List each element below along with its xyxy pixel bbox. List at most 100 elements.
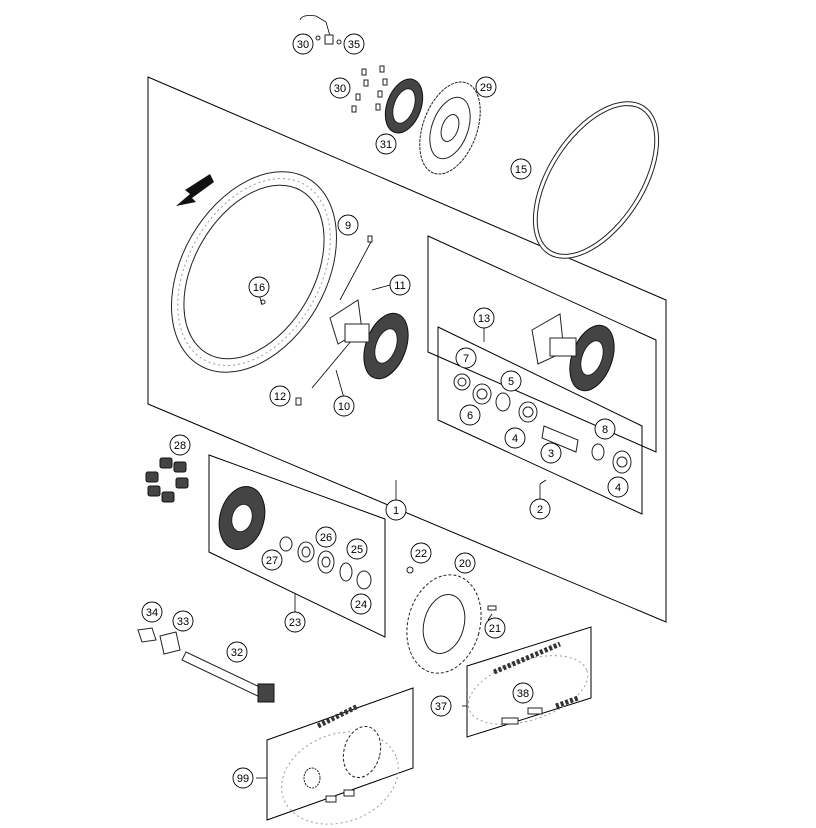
callout-circle xyxy=(169,434,191,456)
callout-4: 4 xyxy=(504,427,526,449)
callout-30: 30 xyxy=(329,77,351,99)
callout-label: 32 xyxy=(231,647,243,659)
callout-label: 10 xyxy=(338,401,350,413)
callout-circle xyxy=(500,370,522,392)
callout-label: 27 xyxy=(266,555,278,567)
callout-23: 23 xyxy=(284,611,306,633)
callout-9: 9 xyxy=(337,214,359,236)
callout-31: 31 xyxy=(375,133,397,155)
callout-circle xyxy=(540,442,562,464)
callout-label: 11 xyxy=(394,280,405,292)
main-assembly-frame xyxy=(147,76,667,623)
callout-27: 27 xyxy=(261,549,283,571)
rotation-direction-arrow xyxy=(176,174,214,206)
callout-38: 38 xyxy=(512,682,534,704)
callout-circle xyxy=(385,499,407,521)
callout-circle xyxy=(607,476,629,498)
callout-label: 22 xyxy=(415,548,427,560)
callout-label: 2 xyxy=(537,504,543,516)
callout-circle xyxy=(141,601,163,623)
callout-circle xyxy=(410,542,432,564)
callout-circle xyxy=(346,538,368,560)
callout-circle xyxy=(389,274,411,296)
callout-circle xyxy=(529,498,551,520)
brake-disc xyxy=(419,81,481,175)
callout-circle xyxy=(459,404,481,426)
callout-32: 32 xyxy=(226,641,248,663)
callout-label: 33 xyxy=(177,616,189,628)
callout-label: 16 xyxy=(253,282,265,294)
callout-label: 99 xyxy=(237,773,249,785)
wheel-rim xyxy=(171,171,337,373)
callout-label: 29 xyxy=(480,82,492,94)
callout-10: 10 xyxy=(333,395,355,417)
callout-label: 3 xyxy=(548,448,554,460)
drive-kit-frame xyxy=(266,687,414,821)
callout-1: 1 xyxy=(385,499,407,521)
callout-circle xyxy=(337,214,359,236)
callout-circle xyxy=(350,593,372,615)
callout-label: 1 xyxy=(393,505,399,517)
callout-circle xyxy=(333,395,355,417)
callout-label: 13 xyxy=(478,313,490,325)
callout-label: 37 xyxy=(435,701,447,713)
callout-5: 5 xyxy=(500,370,522,392)
callout-25: 25 xyxy=(346,538,368,560)
bearing-kit-frame xyxy=(437,326,643,515)
callout-label: 25 xyxy=(351,544,363,556)
callout-8: 8 xyxy=(594,418,616,440)
callout-34: 34 xyxy=(141,601,163,623)
callout-circle xyxy=(430,695,452,717)
callout-label: 20 xyxy=(459,558,471,570)
callout-label: 21 xyxy=(489,623,501,635)
cush-drive-dampers xyxy=(145,457,189,503)
callout-12: 12 xyxy=(269,385,291,407)
callout-label: 7 xyxy=(463,353,469,365)
callout-circle xyxy=(475,76,497,98)
rear-sprocket xyxy=(406,566,497,674)
callout-6: 6 xyxy=(459,404,481,426)
callout-22: 22 xyxy=(410,542,432,564)
callout-circle xyxy=(232,767,254,789)
brake-disc-bolts xyxy=(351,65,388,113)
callout-circle xyxy=(226,641,248,663)
callout-label: 8 xyxy=(602,424,608,436)
callout-37: 37 xyxy=(430,695,452,717)
callout-label: 9 xyxy=(345,220,351,232)
callout-circle xyxy=(594,418,616,440)
callout-label: 28 xyxy=(174,440,186,452)
callout-13: 13 xyxy=(473,307,495,329)
callout-11: 11 xyxy=(389,274,411,296)
callout-circle xyxy=(510,158,532,180)
callout-33: 33 xyxy=(172,610,194,632)
wheel-speed-sensor xyxy=(299,15,342,45)
callout-label: 24 xyxy=(355,599,367,611)
callout-30: 30 xyxy=(292,33,314,55)
callout-2: 2 xyxy=(529,498,551,520)
sprocket-carrier-frame xyxy=(208,454,386,638)
callout-circle xyxy=(172,610,194,632)
callout-circle xyxy=(512,682,534,704)
chain-kit-parts xyxy=(467,641,589,725)
callout-label: 35 xyxy=(348,39,360,51)
callout-label: 30 xyxy=(334,83,346,95)
callout-circle xyxy=(248,276,270,298)
callout-circle xyxy=(473,307,495,329)
callout-circle xyxy=(343,33,365,55)
callout-7: 7 xyxy=(455,347,477,369)
callout-label: 15 xyxy=(515,164,527,176)
callout-16: 16 xyxy=(248,276,270,298)
callout-21: 21 xyxy=(484,617,506,639)
callout-label: 5 xyxy=(508,376,514,388)
callout-28: 28 xyxy=(169,434,191,456)
callout-24: 24 xyxy=(350,593,372,615)
callout-circle xyxy=(504,427,526,449)
rear-axle xyxy=(137,627,275,703)
sprocket-carrier xyxy=(218,486,372,590)
callout-3: 3 xyxy=(540,442,562,464)
callout-label: 4 xyxy=(512,433,518,445)
callout-label: 26 xyxy=(320,532,332,544)
callout-4: 4 xyxy=(607,476,629,498)
